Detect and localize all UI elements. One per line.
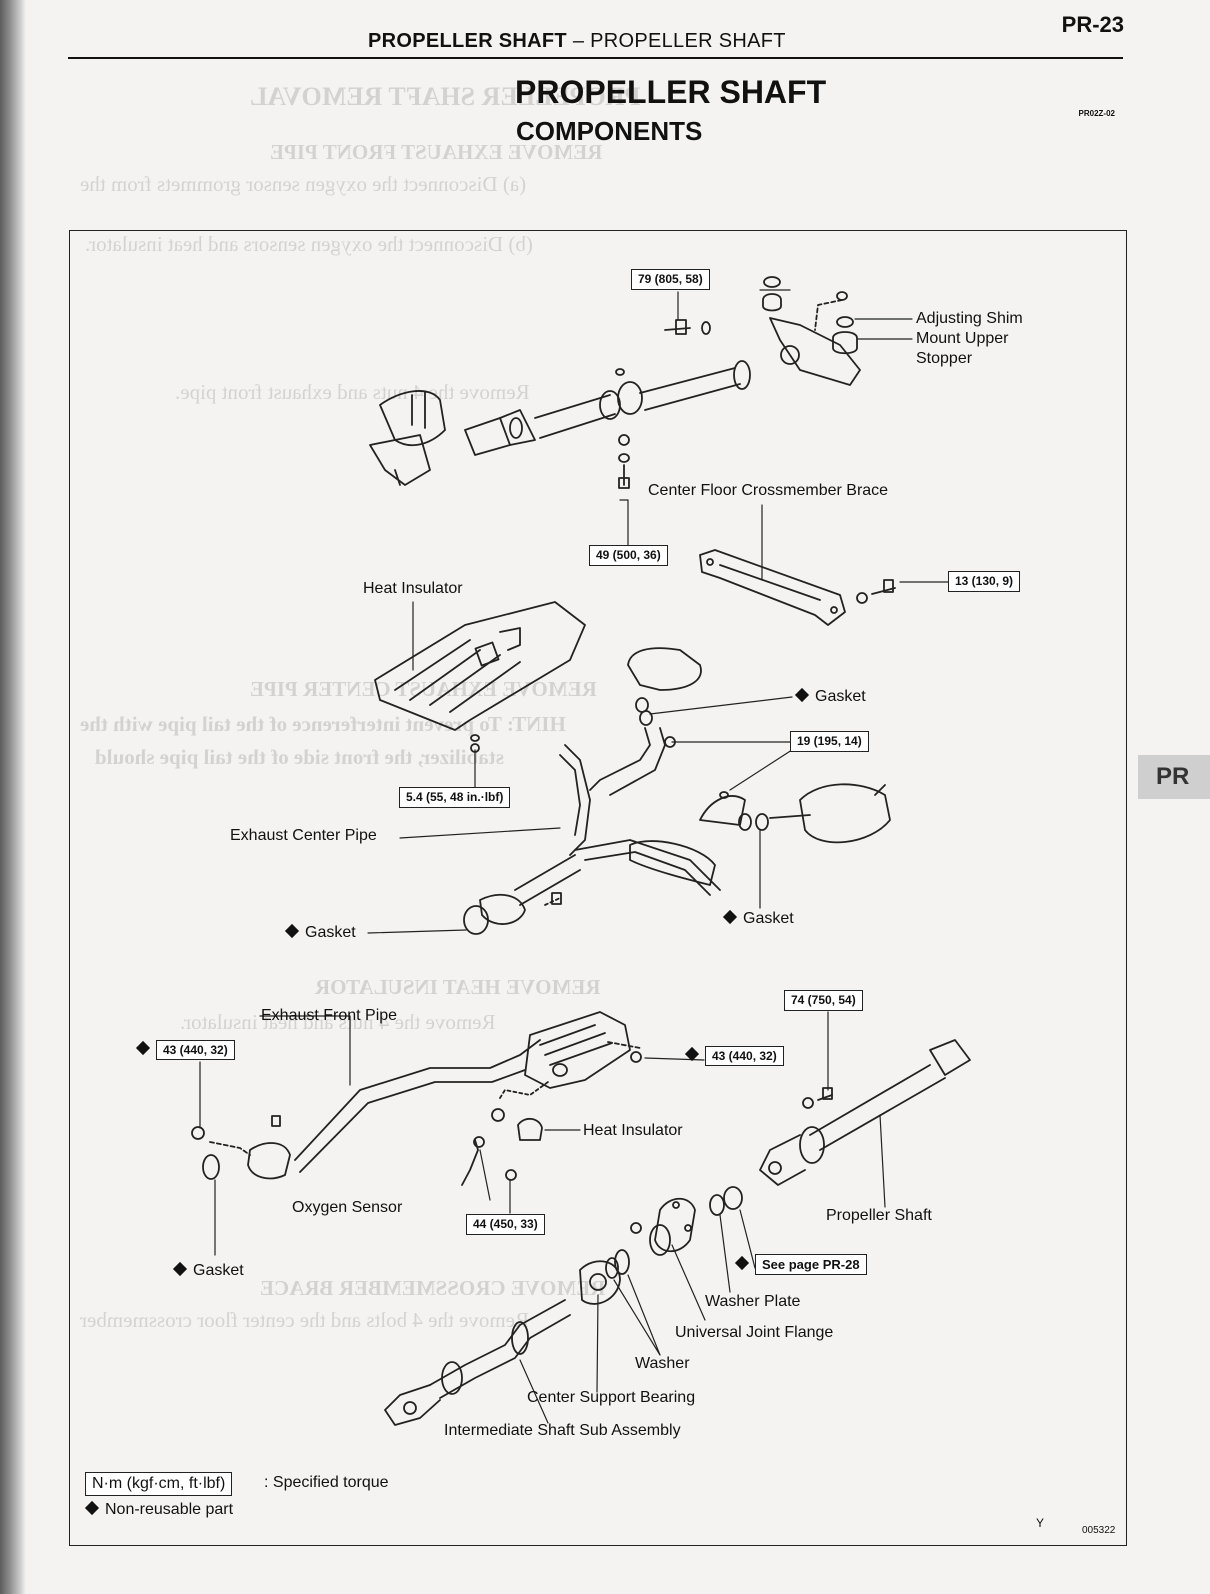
intermediate-shaft-drawing [384, 1299, 571, 1426]
propeller-shaft-drawing [709, 1039, 971, 1216]
label-washer-plate: Washer Plate [705, 1293, 801, 1310]
label-center-floor-crossmember-brace: Center Floor Crossmember Brace [648, 482, 889, 499]
page-header-title: PROPELLER SHAFT – PROPELLER SHAFT [368, 30, 786, 53]
transmission-housing-drawing [369, 390, 446, 486]
exhaust-front-pipe-drawing [191, 1011, 642, 1186]
label-exhaust-center-pipe: Exhaust Center Pipe [230, 827, 377, 844]
torque-43-right: 43 (440, 32) [684, 1046, 784, 1066]
legend-text: Non-reusable part [105, 1501, 234, 1518]
page-title: PROPELLER SHAFT [515, 74, 827, 110]
label-mount-upper-stopper-line2: Stopper [916, 350, 973, 367]
label-adjusting-shim: Adjusting Shim [916, 310, 1023, 327]
label-text: Gasket [305, 924, 356, 941]
universal-joint-flange-drawing [605, 1197, 696, 1279]
nonreusable-mark [84, 1500, 100, 1516]
label-heat-insulator-bottom: Heat Insulator [583, 1122, 683, 1139]
torque-box-74: 74 (750, 54) [784, 990, 863, 1011]
section-tab: PR [1138, 755, 1210, 799]
torque-box-79: 79 (805, 58) [631, 269, 710, 290]
page-number: PR-23 [1061, 12, 1124, 37]
header-rule [68, 57, 1123, 59]
top-propeller-shaft-drawing [464, 360, 751, 456]
label-gasket-2: Gasket [284, 923, 356, 942]
label-oxygen-sensor: Oxygen Sensor [292, 1199, 403, 1216]
label-gasket-3: Gasket [722, 909, 794, 928]
torque-box-49: 49 (500, 36) [589, 545, 668, 566]
label-text: Gasket [743, 910, 794, 927]
see-page-box: See page PR-28 [755, 1254, 867, 1275]
torque-box-13: 13 (130, 9) [948, 571, 1021, 592]
doc-code: PR02Z-02 [1078, 109, 1115, 118]
nonreusable-mark [794, 687, 810, 703]
label-gasket-4: Gasket [172, 1261, 244, 1280]
nonreusable-mark [734, 1255, 750, 1271]
leader-lines [199, 289, 949, 1424]
header-subsection: PROPELLER SHAFT [590, 30, 786, 52]
center-support-bearing-drawing [579, 1260, 621, 1305]
label-universal-joint-flange: Universal Joint Flange [675, 1324, 834, 1341]
torque-box-43b: 43 (440, 32) [705, 1046, 784, 1066]
label-washer: Washer [635, 1355, 690, 1372]
torque-43-left: 43 (440, 32) [135, 1040, 235, 1060]
torque-box-5-4: 5.4 (55, 48 in.·lbf) [399, 787, 511, 808]
figure-mark: Y [1036, 1516, 1045, 1530]
book-binding-shadow [0, 0, 26, 1594]
torque-box-43a: 43 (440, 32) [156, 1040, 235, 1060]
label-exhaust-front-pipe: Exhaust Front Pipe [261, 1007, 398, 1024]
torque-box-19: 19 (195, 14) [790, 731, 869, 752]
nonreusable-mark [722, 909, 738, 925]
crossmember-brace-drawing [699, 549, 896, 626]
header-section: PROPELLER SHAFT [368, 30, 567, 52]
torque-box-44: 44 (450, 33) [466, 1214, 545, 1235]
label-mount-upper-stopper-line1: Mount Upper [916, 330, 1009, 347]
label-text: Gasket [193, 1262, 244, 1279]
bolt-and-washer-drawing [615, 319, 711, 489]
nonreusable-mark [172, 1261, 188, 1277]
nonreusable-mark [684, 1046, 700, 1062]
label-gasket-1: Gasket [794, 687, 866, 706]
legend-torque-unit: N·m (kgf·cm, ft·lbf) [85, 1472, 233, 1496]
legend-torque-desc: : Specified torque [264, 1474, 389, 1491]
label-propeller-shaft: Propeller Shaft [826, 1207, 932, 1224]
label-see-page: See page PR-28 [734, 1254, 867, 1275]
label-intermediate-shaft: Intermediate Shaft Sub Assembly [444, 1422, 681, 1439]
nonreusable-mark [284, 923, 300, 939]
figure-code: 005322 [1082, 1525, 1116, 1536]
page-subtitle: COMPONENTS [516, 116, 703, 146]
header-separator: – [572, 30, 585, 52]
label-center-support-bearing: Center Support Bearing [527, 1389, 696, 1406]
label-heat-insulator-top: Heat Insulator [363, 580, 463, 597]
mount-upper-stopper-drawing [762, 276, 861, 386]
legend-nonreusable: Non-reusable part [84, 1500, 234, 1519]
heat-insulator-top-drawing [374, 601, 586, 753]
figure-frame [69, 230, 1127, 1546]
nonreusable-mark [135, 1040, 151, 1056]
exhaust-center-pipe-drawing [463, 647, 891, 935]
label-text: Gasket [815, 688, 866, 705]
